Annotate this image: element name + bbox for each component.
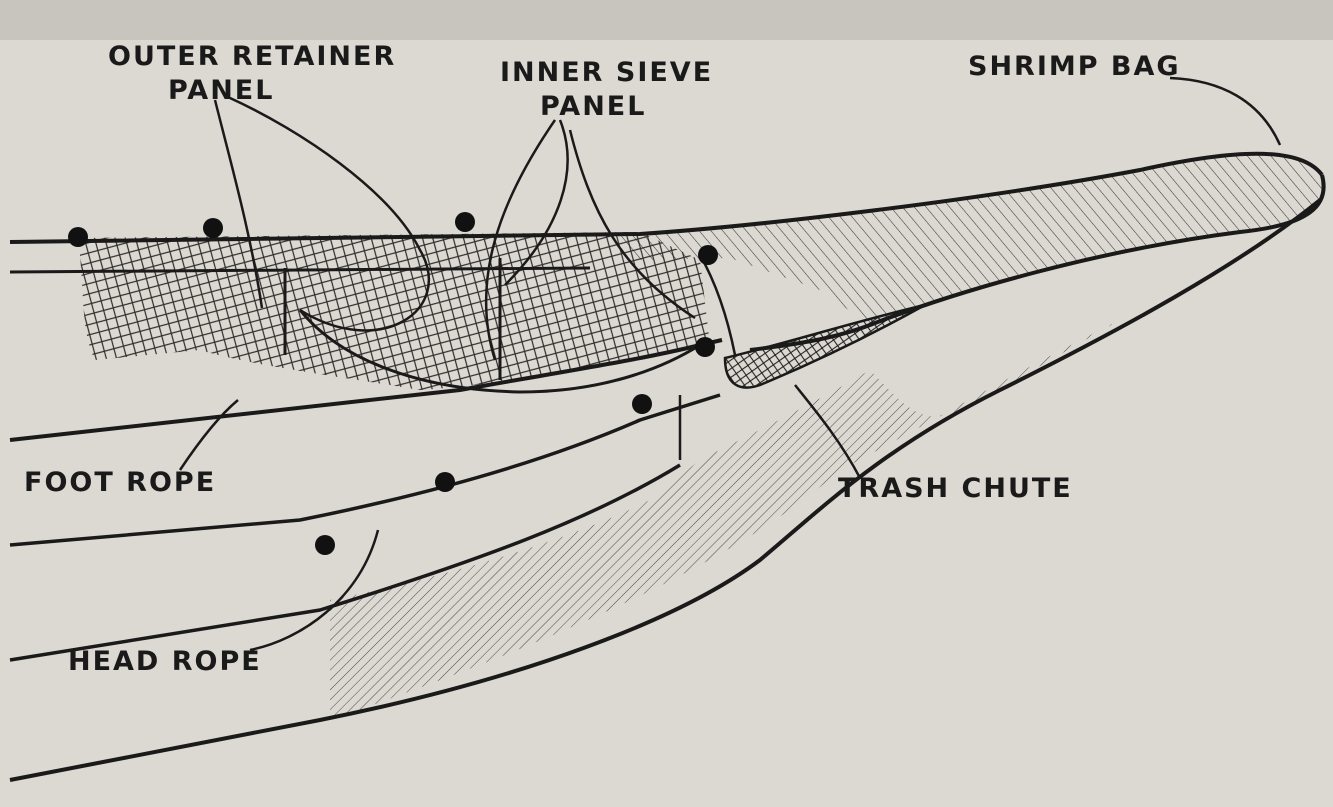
label-outer-retainer-panel-line2: PANEL <box>168 76 274 106</box>
float-ball <box>632 394 652 414</box>
float-ball <box>455 212 475 232</box>
float-ball <box>68 227 88 247</box>
front-net-mesh <box>78 232 710 390</box>
float-ball <box>695 337 715 357</box>
float-ball <box>698 245 718 265</box>
shrimp-bag-arrow <box>1170 78 1280 145</box>
label-outer-retainer-panel-line1: OUTER RETAINER <box>108 42 396 72</box>
float-ball <box>203 218 223 238</box>
shrimp-bag-mesh <box>620 154 1324 325</box>
label-foot-rope: FOOT ROPE <box>24 468 216 498</box>
trash-chute <box>725 305 925 388</box>
label-head-rope: HEAD ROPE <box>68 647 262 677</box>
float-ball <box>315 535 335 555</box>
foot-rope-arrow <box>180 400 238 470</box>
label-inner-sieve-panel-line2: PANEL <box>540 92 646 122</box>
label-inner-sieve-panel-line1: INNER SIEVE <box>500 58 713 88</box>
label-trash-chute: TRASH CHUTE <box>838 474 1073 504</box>
float-ball <box>435 472 455 492</box>
label-shrimp-bag: SHRIMP BAG <box>968 52 1181 82</box>
